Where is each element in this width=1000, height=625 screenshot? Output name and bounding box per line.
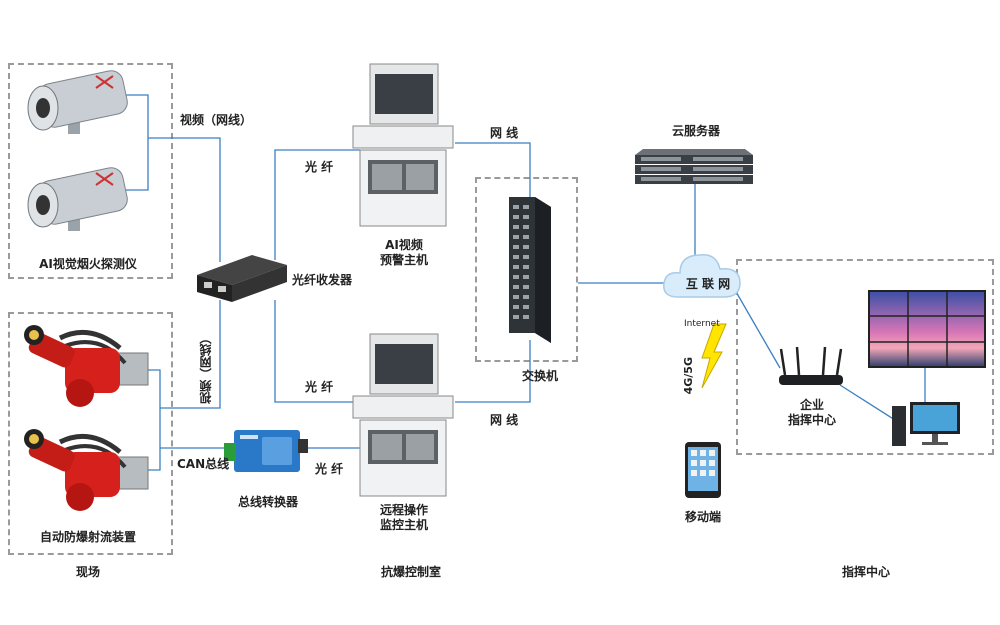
fiber-top-label: 光 纤 <box>305 160 334 174</box>
host-cabinet-icon <box>352 333 454 497</box>
fiber-mid-label: 光 纤 <box>305 380 334 394</box>
remote-host-label-1: 远程操作 <box>379 503 429 517</box>
router-icon <box>779 346 843 385</box>
server-icon <box>635 149 753 184</box>
lightning-icon <box>701 323 727 389</box>
enterprise-group <box>736 259 994 455</box>
cannon-icon <box>24 429 149 511</box>
cannon-icon <box>24 325 149 407</box>
cloud-icon <box>663 254 741 298</box>
camera-icon <box>27 167 128 231</box>
mobile-label: 移动端 <box>684 510 722 524</box>
site-cannon-group <box>8 312 173 555</box>
can-bus-label: CAN总线 <box>177 457 230 471</box>
ai-host-label-2: 预警主机 <box>379 253 429 267</box>
detector-label: AI视觉烟火探测仪 <box>39 257 137 271</box>
switch-label: 交换机 <box>521 369 559 383</box>
remote-host-label-2: 监控主机 <box>379 518 429 532</box>
ai-host-label-1: AI视频 <box>385 238 423 252</box>
auto-device-label: 自动防爆射流装置 <box>39 530 137 544</box>
site-detector-group <box>8 63 173 279</box>
internet-cn-label: 互 联 网 <box>685 277 731 291</box>
site-label: 现场 <box>75 565 101 579</box>
desktop-pc-icon <box>892 402 960 446</box>
net-top-label: 网 线 <box>490 126 519 140</box>
switch-group <box>475 177 578 362</box>
fiber-transceiver-icon <box>197 255 287 302</box>
fiber-transceiver-label: 光纤收发器 <box>292 273 353 287</box>
cloud-server-label: 云服务器 <box>671 124 721 138</box>
bus-converter-icon <box>224 430 308 472</box>
video-line-top-label: 视频（网线） <box>180 113 253 127</box>
enterprise-label-1: 企业 <box>799 398 825 412</box>
control-room-label: 抗爆控制室 <box>380 565 442 579</box>
camera-icon <box>27 70 128 134</box>
fiber-bottom-label: 光 纤 <box>315 462 344 476</box>
command-center-label: 指挥中心 <box>841 565 891 579</box>
tablet-icon <box>685 442 721 498</box>
video-line-vertical-label: 视频（网线） <box>199 332 213 404</box>
host-cabinet-icon <box>352 63 454 227</box>
mobile-network-label: 4G/5G <box>682 357 695 395</box>
internet-en-label: Internet <box>684 319 720 329</box>
video-wall-icon <box>868 290 986 368</box>
enterprise-label-2: 指挥中心 <box>787 413 837 427</box>
bus-converter-label: 总线转换器 <box>237 495 299 509</box>
switch-icon <box>509 197 551 343</box>
net-bottom-label: 网 线 <box>490 413 519 427</box>
